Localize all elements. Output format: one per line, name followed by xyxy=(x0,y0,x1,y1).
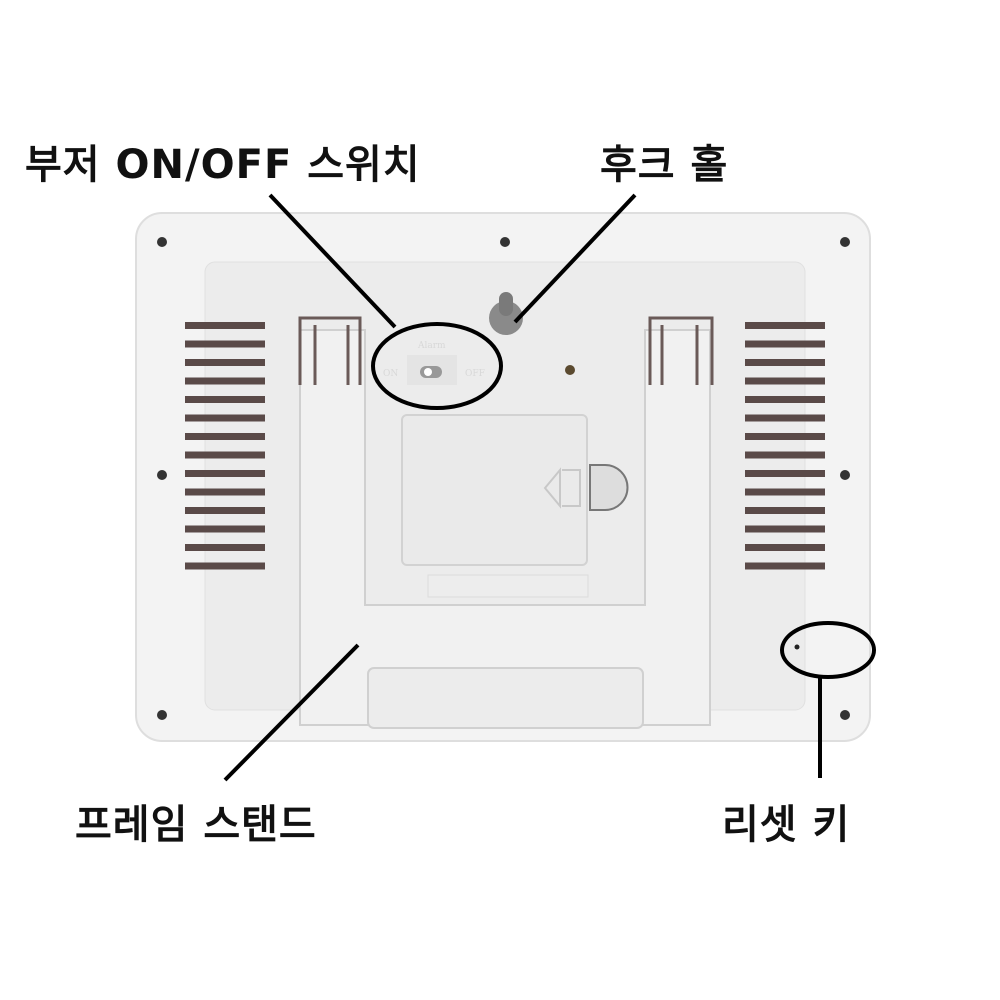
leader-line-switch xyxy=(268,193,397,329)
reset-key[interactable] xyxy=(794,644,800,650)
vent-slot xyxy=(745,544,825,551)
vent-slot xyxy=(745,525,825,533)
arrow-icon xyxy=(543,467,581,509)
buzzer-switch-label: 부저 ON/OFF 스위치 xyxy=(25,142,421,188)
switch-on-label: ON xyxy=(383,369,398,379)
vent-slot xyxy=(745,433,825,440)
frame-stand-label: 프레임 스탠드 xyxy=(75,802,317,848)
hook-hole xyxy=(489,292,523,335)
sensor-hole xyxy=(565,365,575,375)
stand-hinge-right xyxy=(648,316,714,385)
switch-highlight-ellipse xyxy=(371,322,503,410)
vent-slot xyxy=(185,525,265,533)
vent-slot xyxy=(745,470,825,477)
vent-slot xyxy=(185,507,265,514)
leader-line-stand xyxy=(223,643,360,782)
vent-slot xyxy=(185,396,265,403)
vent-slot xyxy=(185,359,265,366)
vent-slot xyxy=(745,359,825,366)
vent-slot xyxy=(745,507,825,514)
vent-slot xyxy=(185,433,265,440)
stand-slot xyxy=(367,667,644,729)
annotations xyxy=(223,193,876,782)
vent-slot xyxy=(185,377,265,385)
reset-highlight-ellipse xyxy=(780,621,876,679)
vent-right xyxy=(745,322,825,570)
hook-hole-label: 후크 홀 xyxy=(600,142,729,188)
screw xyxy=(840,470,850,480)
vent-slot xyxy=(185,562,265,570)
battery-latch xyxy=(589,464,629,511)
vent-slot xyxy=(745,340,825,348)
vent-slot xyxy=(745,377,825,385)
vent-slot xyxy=(185,451,265,459)
screw xyxy=(840,710,850,720)
vent-slot xyxy=(185,414,265,422)
switch-title: Alarm xyxy=(417,341,446,351)
vent-slot xyxy=(745,414,825,422)
label-recess xyxy=(427,574,589,598)
buzzer-switch[interactable]: Alarm ON OFF xyxy=(383,341,485,385)
screw xyxy=(157,237,167,247)
switch-off-label: OFF xyxy=(465,369,485,379)
screw xyxy=(157,710,167,720)
vent-slot xyxy=(745,562,825,570)
vent-slot xyxy=(185,322,265,329)
vent-slot xyxy=(185,544,265,551)
vent-slot xyxy=(185,470,265,477)
vent-slot xyxy=(745,451,825,459)
vent-slot xyxy=(745,322,825,329)
stand-hinge-left xyxy=(298,316,362,385)
reset-key-label: 리셋 키 xyxy=(722,802,851,848)
vent-slot xyxy=(185,488,265,496)
screw xyxy=(840,237,850,247)
vent-left xyxy=(185,322,265,570)
screw xyxy=(157,470,167,480)
vent-slot xyxy=(745,396,825,403)
vent-slot xyxy=(745,488,825,496)
vent-slot xyxy=(185,340,265,348)
screw xyxy=(500,237,510,247)
leader-line-hook xyxy=(513,193,637,324)
battery-cover xyxy=(401,414,588,566)
